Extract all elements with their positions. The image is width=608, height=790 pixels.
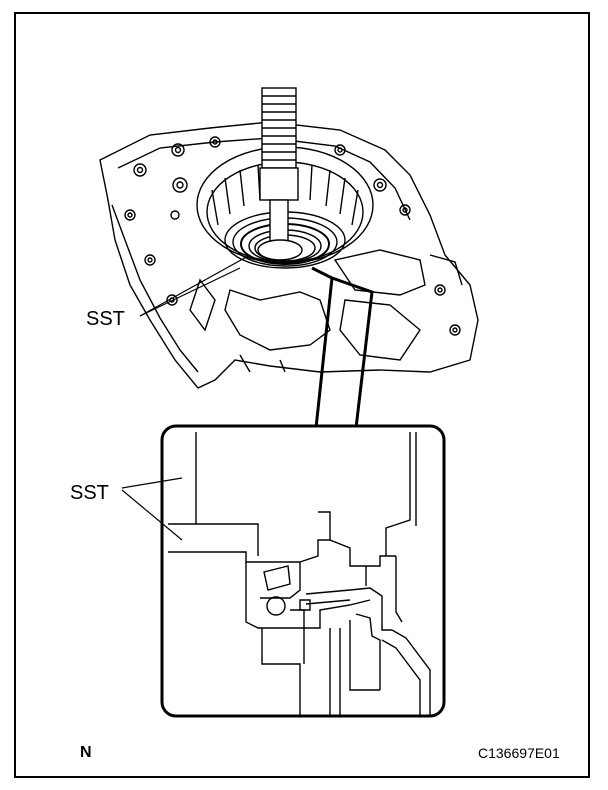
- sst-label-upper: SST: [86, 308, 125, 330]
- sst-label-inset: SST: [70, 482, 109, 504]
- sst-leader-lines-upper: [139, 254, 251, 317]
- note-marker: N: [80, 744, 92, 761]
- sst-leader-lines-inset: [121, 477, 183, 541]
- callout-connector: [311, 266, 374, 429]
- detail-inset: [160, 424, 446, 718]
- sst-press-tool: [257, 87, 303, 261]
- figure-code: C136697E01: [478, 745, 560, 761]
